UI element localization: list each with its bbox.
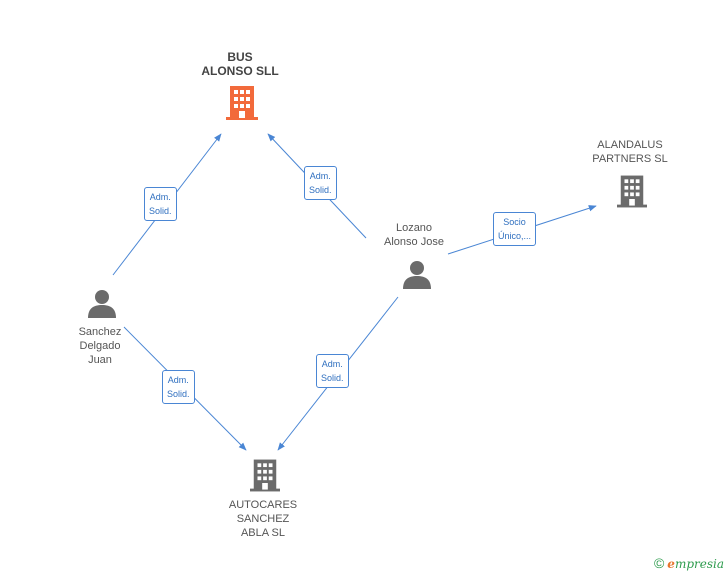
empresia-logo: ©empresia [654,555,724,571]
node-label-sanchez-delgado[interactable]: Sanchez Delgado Juan [78,326,122,366]
edge-label-lozano-to-autocares: Adm. Solid. [316,354,349,388]
node-label-autocares[interactable]: AUTOCARES SANCHEZ ABLA SL [228,499,298,539]
edge-label-lozano-to-bus: Adm. Solid. [304,166,337,200]
edge-label-lozano-to-alandalus: Socio Único,... [493,212,537,246]
node-label-bus-alonso[interactable]: BUS ALONSO SLL [201,50,279,78]
building-icon[interactable] [617,175,647,208]
building-icon[interactable] [226,86,258,120]
edge-label-sanchez-to-autocares: Adm. Solid. [162,370,195,404]
brand-name: mpresia [674,557,724,571]
building-icon[interactable] [250,459,280,492]
person-icon[interactable] [402,259,432,289]
node-label-alandalus[interactable]: ALANDALUS PARTNERS SL [592,139,668,165]
brand-initial: e [667,557,675,571]
person-icon[interactable] [87,288,117,318]
copyright-symbol: © [653,555,665,571]
edge-label-sanchez-to-bus: Adm. Solid. [144,187,177,221]
node-label-lozano[interactable]: Lozano Alonso Jose [384,222,444,248]
